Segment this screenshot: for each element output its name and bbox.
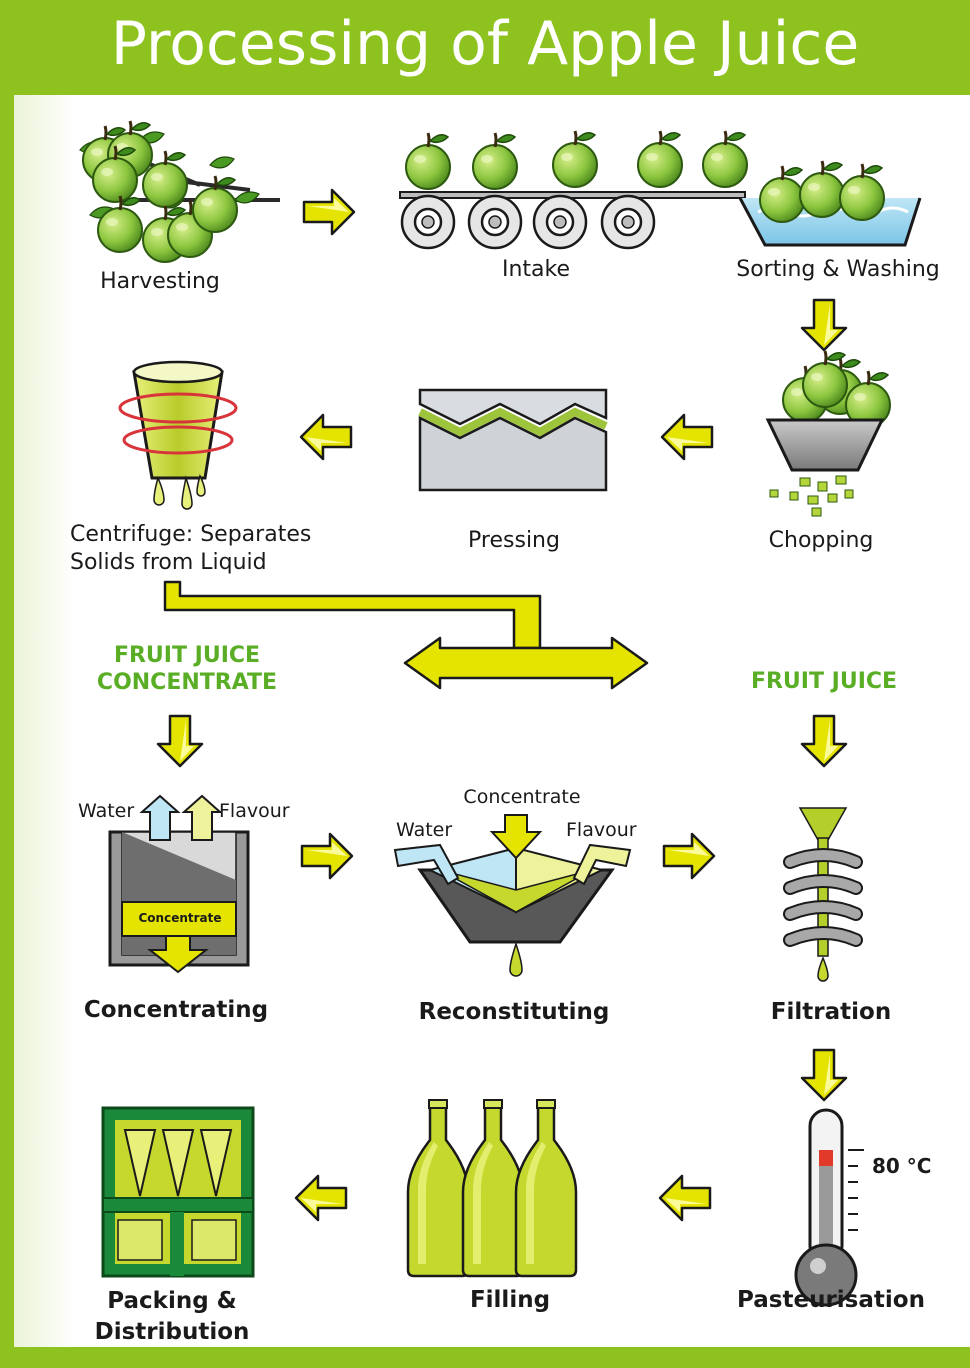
label-reconstituting: Reconstituting xyxy=(418,999,610,1025)
label-temperature: 80 °C xyxy=(872,1154,932,1178)
arrow-concentrate-down xyxy=(156,714,204,768)
filtration-illustration xyxy=(783,807,863,982)
packing-illustration xyxy=(101,1106,255,1278)
thermometer-illustration xyxy=(794,1108,864,1307)
label-water-in: Water xyxy=(396,819,453,841)
label-pasteurisation: Pasteurisation xyxy=(737,1287,925,1313)
intake-illustration xyxy=(399,129,749,250)
label-centrifuge-line1: Centrifuge: Separates xyxy=(70,522,312,547)
label-centrifuge-line2: Solids from Liquid xyxy=(70,550,267,575)
sorting-washing-illustration xyxy=(738,159,922,247)
arrow-sorting-chopping xyxy=(800,298,848,352)
label-fruit-juice-concentrate-line2: CONCENTRATE xyxy=(96,670,278,695)
label-packing-line1: Packing & xyxy=(107,1288,237,1314)
label-filling: Filling xyxy=(469,1287,551,1313)
arrow-pressing-centrifuge xyxy=(299,413,353,461)
chopping-illustration xyxy=(765,349,892,517)
arrow-concentrating-reconstituting xyxy=(300,832,354,880)
label-flavour-out: Flavour xyxy=(219,800,290,822)
label-concentrate-in: Concentrate xyxy=(463,786,581,808)
arrow-filling-packing xyxy=(294,1174,348,1222)
branch-connector xyxy=(163,580,649,690)
arrow-chopping-pressing xyxy=(660,413,714,461)
label-packing-line2: Distribution xyxy=(94,1319,250,1345)
label-filtration: Filtration xyxy=(770,999,892,1025)
label-chopping: Chopping xyxy=(768,528,874,553)
harvesting-illustration xyxy=(79,119,280,264)
footer-bar xyxy=(0,1347,970,1368)
arrow-juice-down xyxy=(800,714,848,768)
label-concentrate-tank: Concentrate xyxy=(138,911,222,925)
arrow-harvest-intake xyxy=(302,188,356,236)
label-fruit-juice-concentrate-line1: FRUIT JUICE xyxy=(113,643,261,668)
label-fruit-juice: FRUIT JUICE xyxy=(750,669,898,694)
label-water-out: Water xyxy=(78,800,135,822)
concentrating-illustration xyxy=(108,794,250,974)
label-concentrating: Concentrating xyxy=(83,997,269,1023)
arrow-pasteurisation-filling xyxy=(658,1174,712,1222)
label-harvesting: Harvesting xyxy=(100,269,220,294)
label-intake: Intake xyxy=(501,257,571,282)
arrow-filtration-pasteurisation xyxy=(800,1048,848,1102)
page-title: Processing of Apple Juice xyxy=(110,9,860,79)
title-bar: Processing of Apple Juice xyxy=(0,0,970,92)
filling-illustration xyxy=(406,1098,578,1278)
reconstituting-illustration xyxy=(393,814,632,977)
centrifuge-illustration xyxy=(118,360,238,510)
pressing-illustration xyxy=(418,388,608,492)
label-flavour-in: Flavour xyxy=(566,819,637,841)
label-pressing: Pressing xyxy=(468,528,560,553)
arrow-reconstituting-filtration xyxy=(662,832,716,880)
label-sorting-washing: Sorting & Washing xyxy=(736,257,940,282)
flow-arrows xyxy=(156,188,848,1222)
